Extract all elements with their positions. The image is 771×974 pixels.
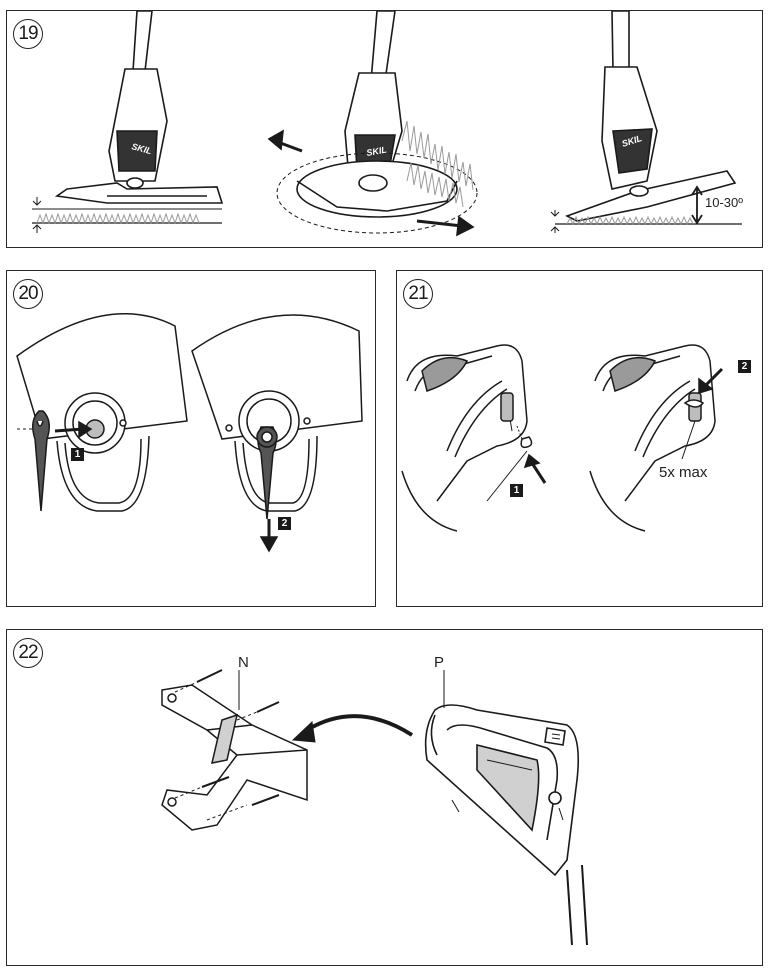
- housing-detail-left: [401, 344, 547, 532]
- tilt-angle-label: 10-30º: [705, 195, 743, 210]
- grass-middle: [401, 120, 474, 208]
- figure-19-panel: 19 SKIL: [6, 10, 763, 248]
- trimmer-tilted-view: [550, 11, 742, 233]
- figure-20-illustration: [16, 313, 363, 553]
- part-label-p: P: [434, 654, 445, 671]
- handle-bracket-n: [161, 669, 308, 831]
- trimmer-side-view-1: [32, 11, 224, 233]
- step-badge-1: 1: [510, 484, 523, 497]
- figure-number-20: 20: [13, 279, 43, 309]
- figure-number-22: 22: [13, 638, 43, 668]
- grass-right: [566, 215, 694, 226]
- figure-number-19: 19: [13, 19, 43, 49]
- guard-right: [191, 314, 363, 512]
- figure-22-illustration: [161, 669, 588, 946]
- figure-21-panel: 21: [396, 270, 763, 607]
- blade-right: [256, 426, 279, 553]
- grass-left: [36, 212, 200, 225]
- max-replacements-label: 5x max: [659, 464, 708, 481]
- guard-left: [16, 313, 188, 512]
- attach-direction-arrow: [291, 714, 414, 743]
- figure-21-illustration: [401, 344, 724, 532]
- housing-detail-right: [589, 344, 724, 532]
- step-badge-2: 2: [278, 517, 291, 530]
- part-label-n: N: [238, 654, 249, 671]
- step-badge-2: 2: [738, 360, 751, 373]
- blade-left: [32, 410, 93, 512]
- step-badge-1: 1: [71, 448, 84, 461]
- brand-mark-2: SKIL: [366, 145, 388, 158]
- figure-20-panel: 20: [6, 270, 376, 607]
- figure-22-panel: 22: [6, 629, 763, 966]
- trimmer-handle-p: [424, 670, 588, 946]
- figure-19-illustration: SKIL SKIL: [32, 11, 742, 237]
- trimmer-swing-view: [267, 11, 478, 237]
- figure-number-21: 21: [403, 279, 433, 309]
